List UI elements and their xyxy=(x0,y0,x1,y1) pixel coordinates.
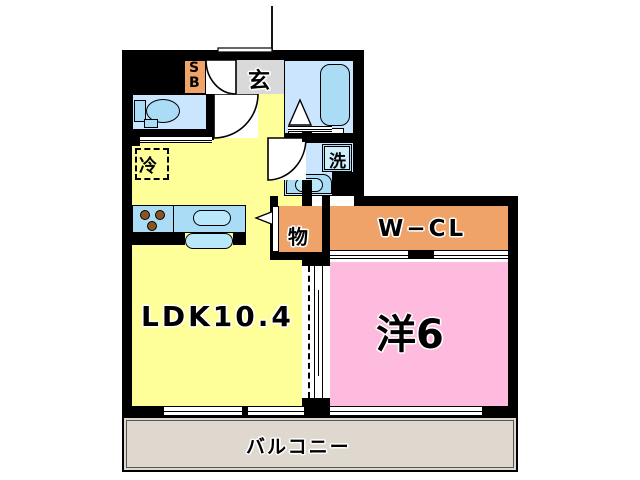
stove-burner-2 xyxy=(155,210,165,220)
door-washroom[interactable] xyxy=(267,137,307,181)
wall-ldk-bedroom-foot xyxy=(302,398,330,406)
washing-machine-space-inner xyxy=(324,146,350,170)
toilet-base xyxy=(144,119,158,128)
closet-door-center-stop xyxy=(408,250,434,259)
wall-exterior-top-wing xyxy=(354,196,518,206)
shoe-box xyxy=(184,60,206,94)
toilet-tank xyxy=(134,100,146,122)
wall-exterior-left-upper xyxy=(122,50,132,232)
wall-exterior-bottom xyxy=(122,406,518,416)
window-ldk-left[interactable] xyxy=(164,406,242,416)
wall-hall-divider xyxy=(206,130,214,140)
closet-door-left[interactable] xyxy=(330,250,408,259)
wall-exterior-left-lower xyxy=(122,232,132,416)
kitchen-counter-divider xyxy=(173,205,174,233)
wall-toilet-right xyxy=(206,94,214,138)
wall-exterior-right-upper xyxy=(354,50,364,196)
window-toilet-vent[interactable] xyxy=(140,136,212,143)
shoe-box-label-line1: S xyxy=(189,60,200,76)
refrigerator-space xyxy=(135,148,169,180)
sliding-partition-leaf-line xyxy=(318,290,319,376)
wall-storage-right xyxy=(322,196,330,258)
kitchen-sink xyxy=(193,210,231,226)
window-bedroom[interactable] xyxy=(330,406,482,416)
wall-exterior-right-wing xyxy=(508,196,518,416)
room-label-ldk: LDK10.4 xyxy=(141,300,294,333)
room-label-walk-in-closet: W−CL xyxy=(378,216,467,242)
door-genkan-inner[interactable] xyxy=(205,59,237,95)
room-storage xyxy=(278,206,322,258)
closet-door-right[interactable] xyxy=(434,250,508,259)
room-label-balcony: バルコニー xyxy=(246,436,351,458)
room-balcony xyxy=(122,416,518,472)
bathtub xyxy=(320,64,350,126)
room-label-refrigerator: 冷 xyxy=(139,156,157,177)
room-label-storage: 物 xyxy=(288,225,308,249)
wall-ldk-top-left-stub xyxy=(132,140,140,146)
wall-storage-bottom xyxy=(270,252,330,260)
window-ldk-right[interactable] xyxy=(248,406,304,416)
wall-entrance-head xyxy=(258,50,312,60)
room-label-entrance: 玄 xyxy=(248,69,271,94)
wall-toilet-top xyxy=(132,60,184,94)
balcony-inner-edge xyxy=(126,420,514,468)
wall-ldk-bedroom-head xyxy=(302,258,330,266)
wall-bath-bottom xyxy=(284,134,364,142)
wall-washroom-right-notch xyxy=(332,172,364,196)
door-toilet[interactable] xyxy=(213,93,259,139)
stove-burner-1 xyxy=(140,210,150,220)
wall-kitchen-base xyxy=(132,233,185,245)
door-storage-leaf[interactable] xyxy=(272,206,279,252)
shoe-box-label-line2: B xyxy=(189,75,200,91)
room-bedroom xyxy=(330,262,508,406)
wall-washroom-left xyxy=(302,130,312,142)
wall-toilet-bottom xyxy=(132,130,214,140)
room-label-washer: 洗 xyxy=(329,152,346,172)
wall-washroom-left-lower xyxy=(302,180,312,206)
room-walk-in-closet xyxy=(330,206,508,250)
sliding-partition-track xyxy=(308,266,310,398)
wall-entry-threshold-left xyxy=(184,50,216,60)
bath-shower-area-icon xyxy=(287,98,313,126)
stove-burner-3 xyxy=(147,221,157,231)
kitchen-drainboard xyxy=(185,233,233,249)
wall-kitchen-base-right xyxy=(233,233,246,245)
room-label-bedroom: 洋6 xyxy=(376,312,444,358)
door-front-entry[interactable] xyxy=(214,4,276,57)
window-bath-vent[interactable] xyxy=(288,126,332,132)
